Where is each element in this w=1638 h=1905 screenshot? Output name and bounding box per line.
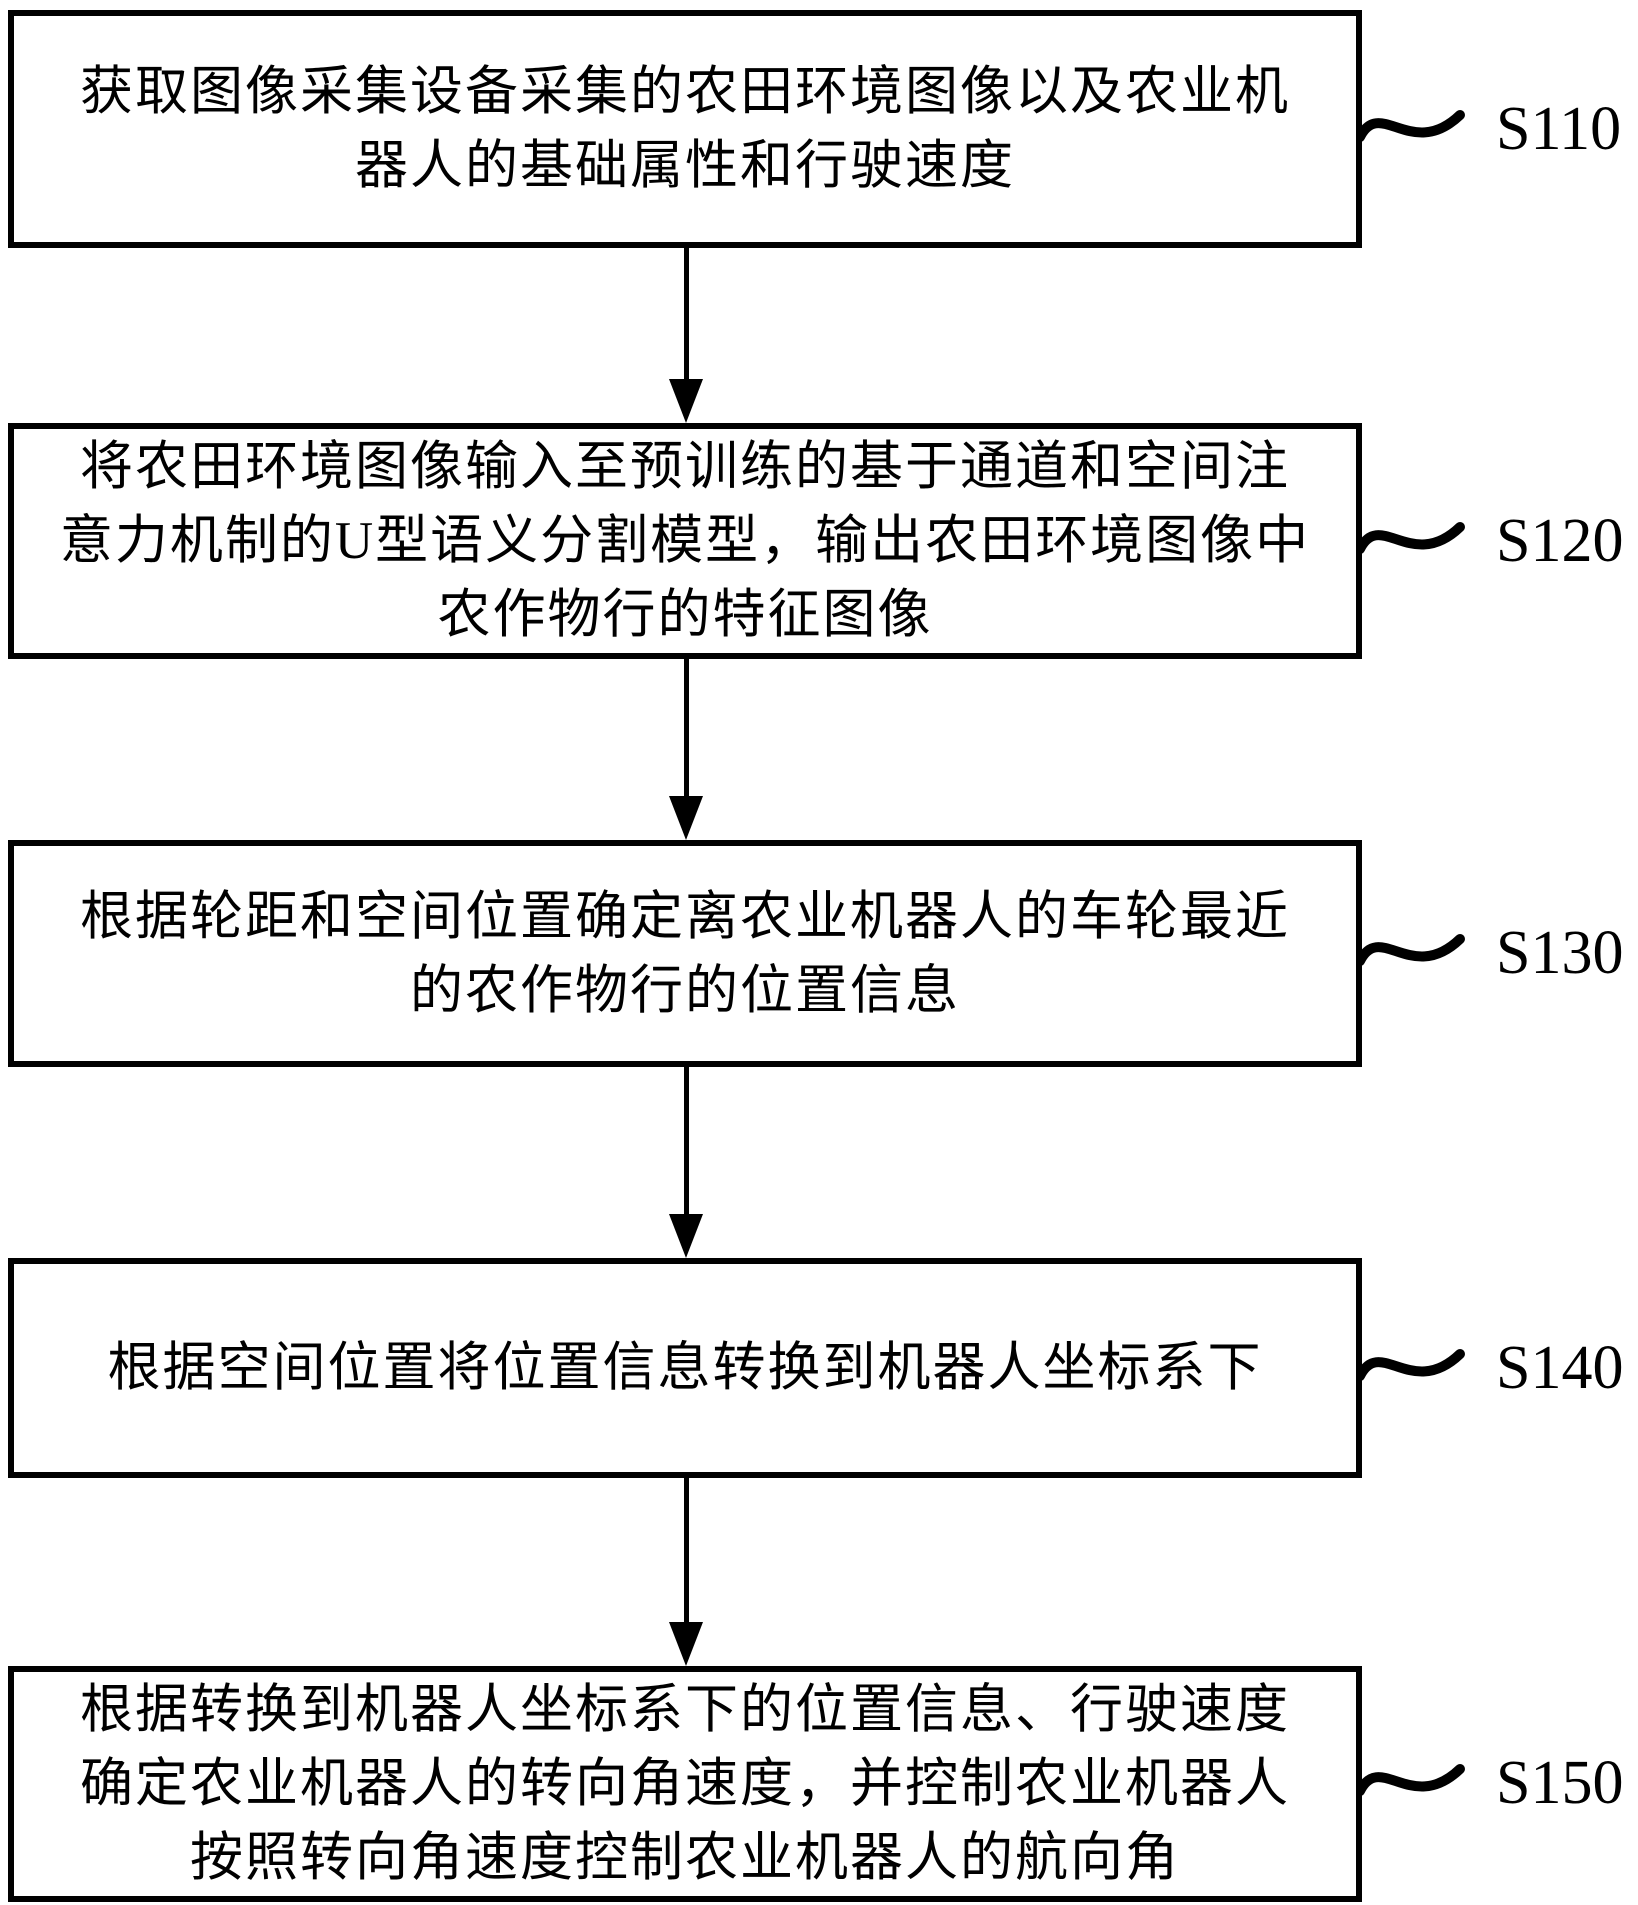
arrow-stem: [684, 245, 689, 381]
arrowhead-icon: [669, 1214, 703, 1258]
tilde-connector-icon: [1356, 1349, 1465, 1381]
step-label-s130: S130: [1496, 919, 1624, 987]
tilde-connector-icon: [1356, 110, 1465, 142]
step-tag-s140: S140: [1356, 1328, 1638, 1408]
flow-arrow-4: [660, 1476, 714, 1666]
step-text-s140: 根据空间位置将位置信息转换到机器人坐标系下: [107, 1339, 1263, 1397]
step-label-s150: S150: [1496, 1749, 1624, 1817]
tilde-connector-icon: [1356, 934, 1465, 966]
arrowhead-icon: [669, 379, 703, 423]
step-text-s110: 获取图像采集设备采集的农田环境图像以及农业机 器人的基础属性和行驶速度: [80, 63, 1290, 195]
step-box-s120: 将农田环境图像输入至预训练的基于通道和空间注 意力机制的U型语义分割模型，输出农…: [8, 423, 1362, 659]
step-label-s110: S110: [1496, 95, 1622, 163]
arrowhead-icon: [669, 796, 703, 840]
arrow-stem: [684, 1065, 689, 1216]
step-text-s130: 根据轮距和空间位置确定离农业机器人的车轮最近 的农作物行的位置信息: [80, 887, 1290, 1020]
step-label-s120: S120: [1496, 507, 1624, 575]
flow-arrow-3: [660, 1065, 714, 1258]
arrowhead-icon: [669, 1622, 703, 1666]
step-box-s140: 根据空间位置将位置信息转换到机器人坐标系下: [8, 1258, 1362, 1478]
step-tag-s130: S130: [1356, 913, 1638, 993]
tilde-connector-icon: [1356, 1764, 1465, 1796]
flow-arrow-1: [660, 245, 714, 423]
step-label-s140: S140: [1496, 1334, 1624, 1402]
arrow-stem: [684, 656, 689, 798]
step-box-s130: 根据轮距和空间位置确定离农业机器人的车轮最近 的农作物行的位置信息: [8, 840, 1362, 1067]
flow-arrow-2: [660, 656, 714, 840]
tilde-connector-icon: [1356, 522, 1465, 554]
step-tag-s110: S110: [1356, 89, 1638, 169]
step-box-s150: 根据转换到机器人坐标系下的位置信息、行驶速度 确定农业机器人的转向角速度，并控制…: [8, 1666, 1362, 1902]
step-tag-s150: S150: [1356, 1743, 1638, 1823]
step-tag-s120: S120: [1356, 501, 1638, 581]
step-text-s150: 根据转换到机器人坐标系下的位置信息、行驶速度 确定农业机器人的转向角速度，并控制…: [80, 1681, 1290, 1887]
step-text-s120: 将农田环境图像输入至预训练的基于通道和空间注 意力机制的U型语义分割模型，输出农…: [59, 438, 1311, 644]
step-box-s110: 获取图像采集设备采集的农田环境图像以及农业机 器人的基础属性和行驶速度: [8, 10, 1362, 248]
arrow-stem: [684, 1476, 689, 1624]
